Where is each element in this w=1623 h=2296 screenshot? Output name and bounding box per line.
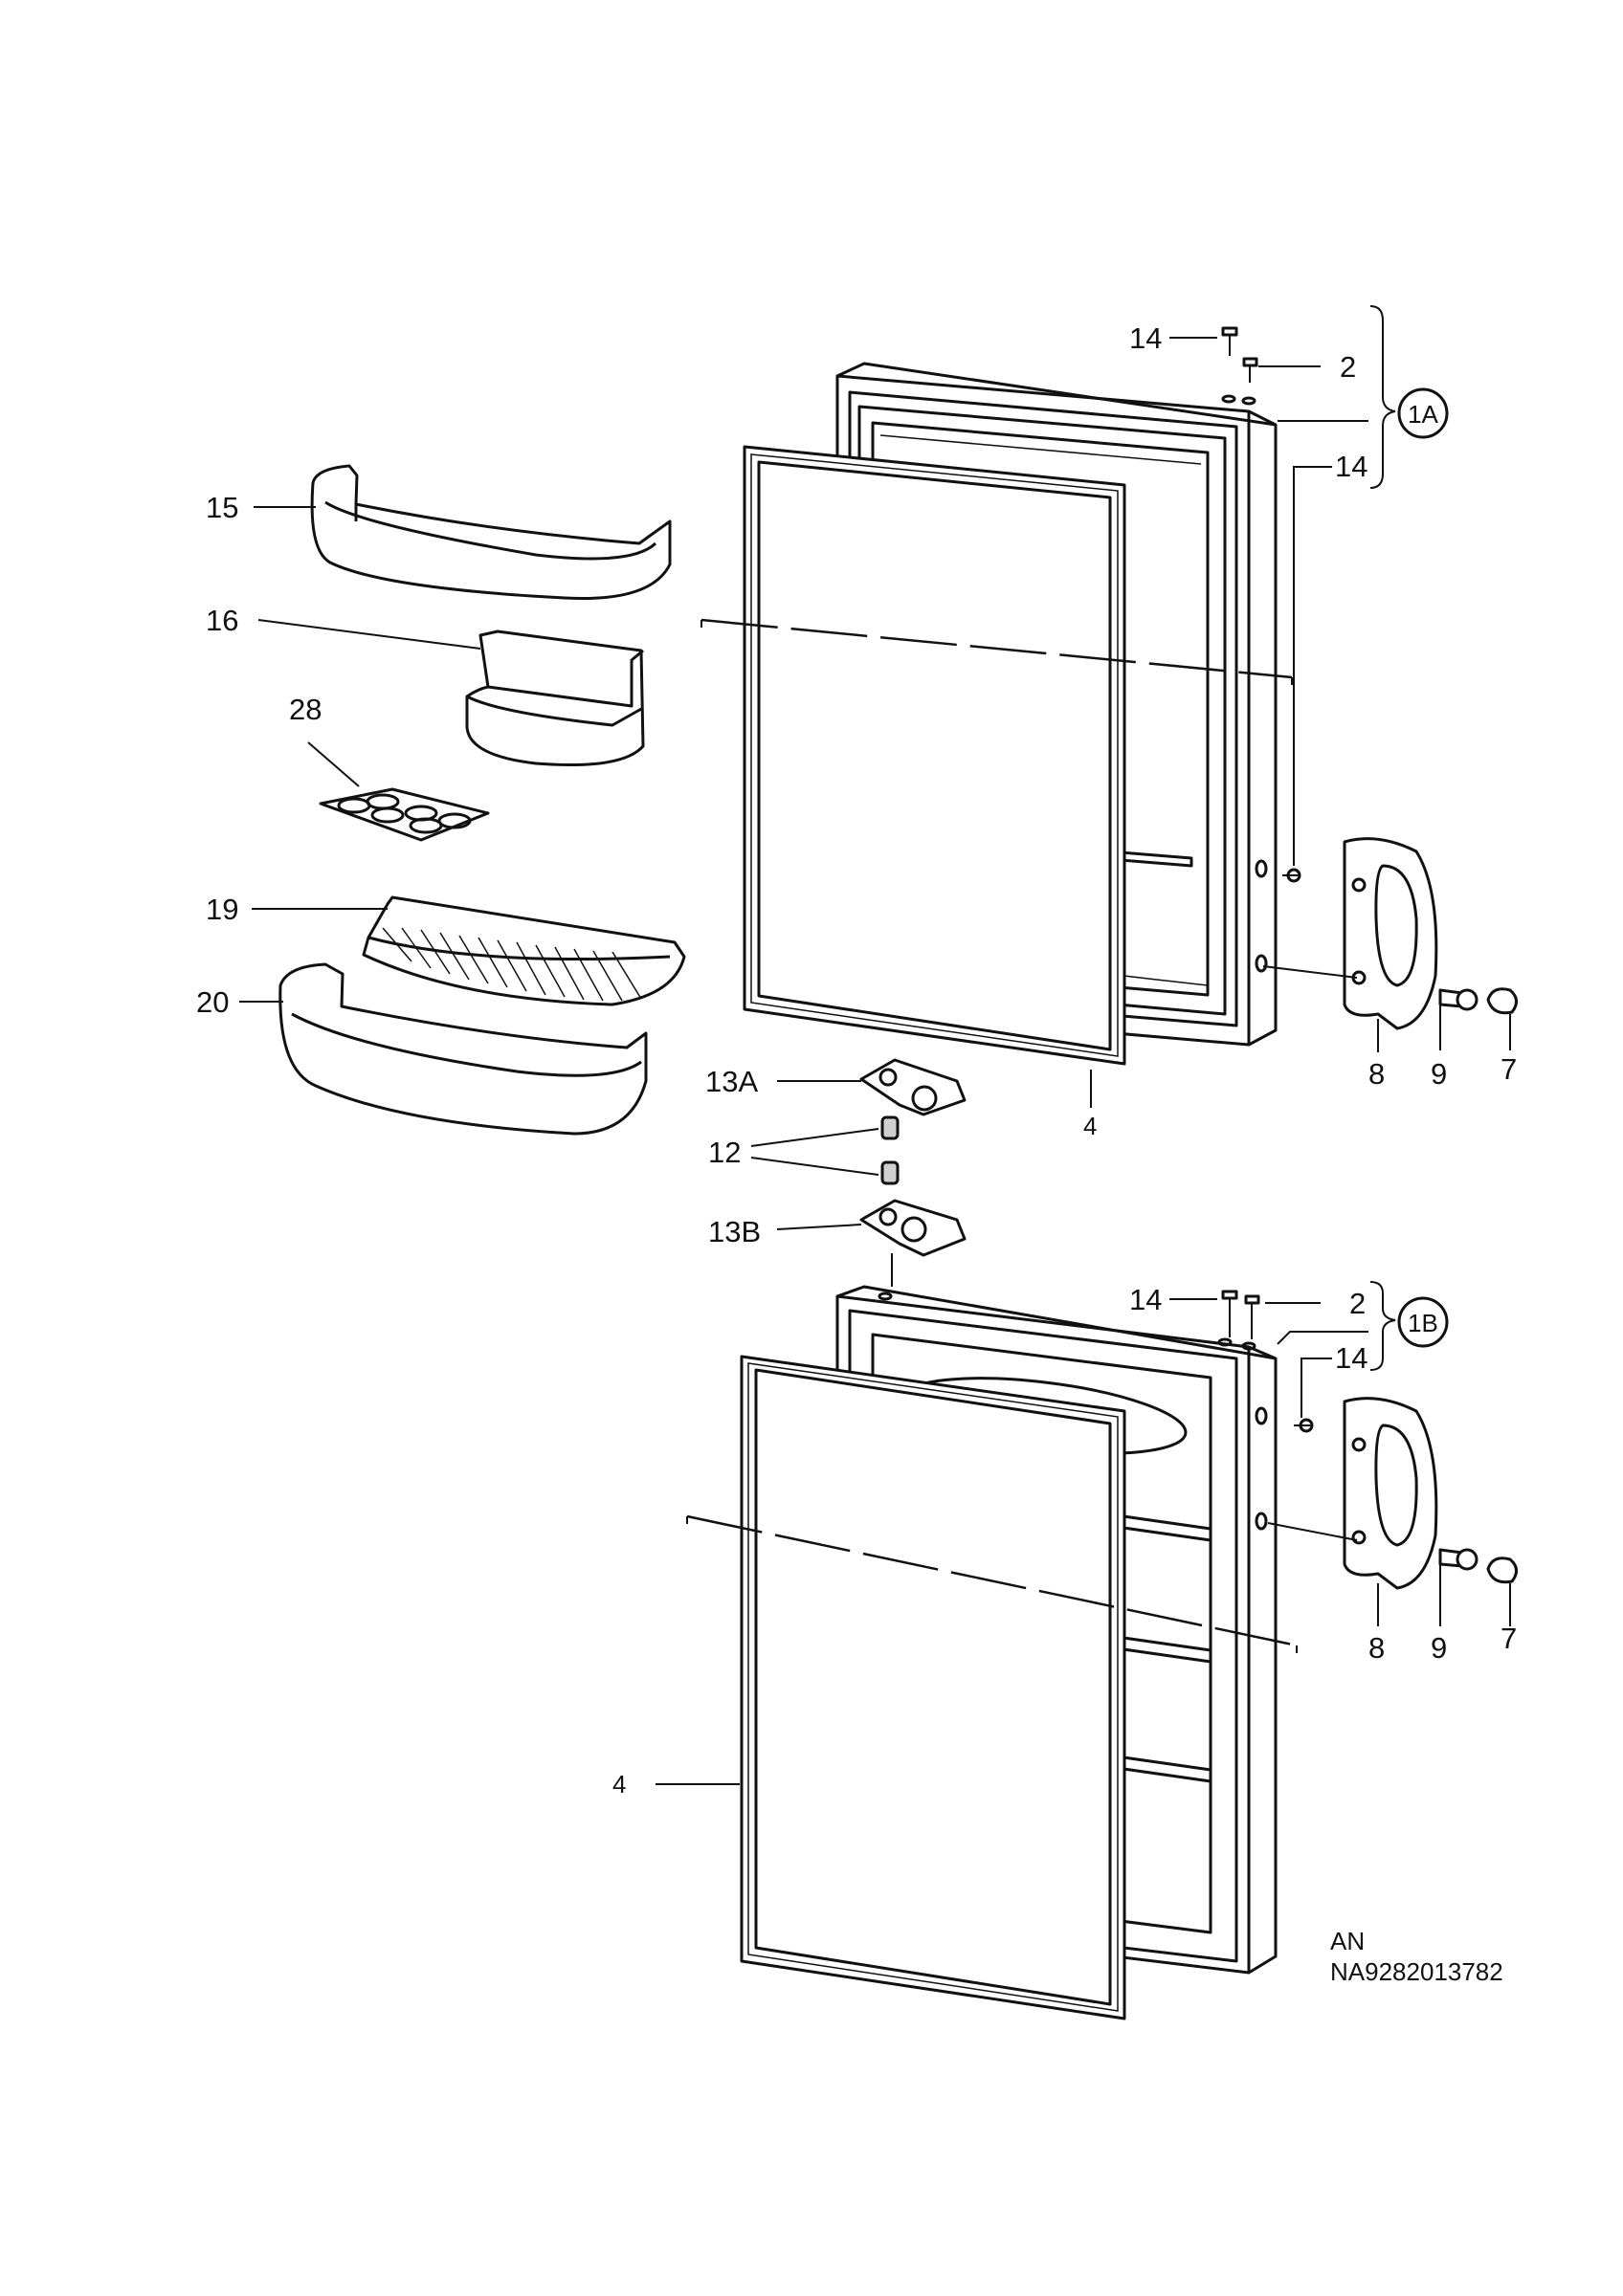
callout-28: 28	[289, 693, 322, 726]
handle-cap-7-bottom	[1486, 1556, 1518, 1584]
bottom-door-axis-line	[686, 1514, 1298, 1647]
handle-cap-7-top	[1486, 987, 1518, 1015]
callout-13B: 13B	[708, 1215, 761, 1248]
callout-16: 16	[206, 604, 238, 637]
callout-8-top: 8	[1368, 1057, 1385, 1091]
handle-screw-9-bottom	[1438, 1548, 1478, 1571]
egg-tray-28	[319, 787, 490, 842]
callout-7-top: 7	[1501, 1052, 1517, 1086]
top-door-axis-line	[700, 618, 1293, 679]
callout-15: 15	[206, 491, 238, 524]
handle-screw-9-top	[1438, 988, 1478, 1011]
callout-7-bottom: 7	[1501, 1622, 1517, 1655]
bottom-door-handle	[1343, 1397, 1438, 1590]
callout-4-top: 4	[1083, 1112, 1097, 1140]
callout-9-bottom: 9	[1431, 1631, 1447, 1665]
callout-9-top: 9	[1431, 1057, 1447, 1091]
top-door-gasket	[743, 445, 1126, 1066]
footer-line-2: NA9282013782	[1330, 1957, 1503, 1986]
callout-1B: 1B	[1408, 1309, 1438, 1337]
brace-1A	[1369, 305, 1396, 489]
callout-14-bottom-a: 14	[1129, 1283, 1162, 1316]
callout-13A: 13A	[705, 1065, 758, 1098]
assembly-circle-1B	[1397, 1296, 1449, 1348]
bottom-hinge-screws	[1221, 1290, 1314, 1433]
callout-19: 19	[206, 893, 238, 926]
callout-4-bottom: 4	[612, 1770, 626, 1799]
hinge-pin-12	[880, 1115, 900, 1185]
callout-14-top-a: 14	[1129, 321, 1162, 355]
door-bin-15	[310, 464, 672, 601]
callout-1A: 1A	[1408, 400, 1438, 429]
door-bin-20	[278, 962, 648, 1136]
callout-12: 12	[708, 1136, 741, 1169]
brace-1B	[1369, 1281, 1396, 1371]
callout-20: 20	[196, 985, 229, 1019]
leader-lines	[239, 337, 1511, 1785]
top-hinge-screws	[1221, 326, 1301, 883]
callout-14-bottom-b: 14	[1335, 1341, 1367, 1375]
middle-hinge-13A	[859, 1058, 967, 1116]
top-door-handle	[1343, 837, 1438, 1030]
callout-2-top: 2	[1340, 350, 1356, 384]
drawing-reference: AN NA9282013782	[1330, 1927, 1503, 1986]
middle-hinge-13B	[859, 1199, 967, 1287]
bottle-retainer-19	[362, 895, 686, 1006]
footer-line-1: AN	[1330, 1927, 1365, 1955]
bottom-door-gasket	[740, 1355, 1126, 2020]
callout-8-bottom: 8	[1368, 1631, 1385, 1665]
callout-labels: 14 2 1A 14 15 16 28 19 20 13A 12 13B 4 8…	[196, 321, 1517, 1799]
door-bin-16	[465, 629, 645, 766]
assembly-circle-1A	[1397, 387, 1449, 439]
callout-14-top-b: 14	[1335, 450, 1367, 483]
callout-2-bottom: 2	[1349, 1287, 1366, 1320]
